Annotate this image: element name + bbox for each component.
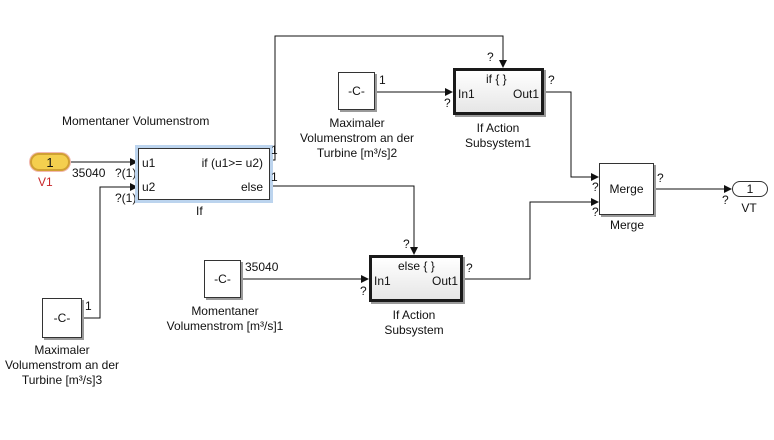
merge-in1-dim: ? [592, 180, 599, 194]
if-u2-dim: ?(1) [115, 191, 137, 205]
merge-glyph: Merge [609, 182, 644, 196]
outport-vt-name: VT [741, 201, 757, 215]
const-mom1-port-value: 35040 [245, 260, 279, 274]
const-max3-name: Maximaler Volumenstrom an der Turbine [m… [4, 343, 120, 387]
const-mom1-name: Momentaner Volumenstrom [m³/s]1 [166, 304, 284, 333]
if-block-name: If [196, 204, 203, 218]
if-block[interactable]: u1 u2 if (u1>= u2) else [138, 148, 270, 200]
action1-in1: In1 [458, 87, 475, 101]
constant-block-max2[interactable]: -C- [338, 72, 375, 110]
inport-number: 1 [46, 154, 54, 170]
if-action-subsystem1[interactable]: if { } In1 Out1 [453, 68, 544, 115]
line-const3-to-if-u2 [82, 183, 138, 319]
merge-block[interactable]: Merge [599, 163, 654, 215]
action0-out-dim: ? [466, 261, 473, 275]
const-max3-port-value: 1 [85, 299, 92, 313]
constant-glyph: -C- [53, 311, 71, 325]
if-u1-dim: ?(1) [115, 166, 137, 180]
outport-number: 1 [746, 182, 754, 196]
action1-name: If Action Subsystem1 [464, 121, 532, 150]
line-action1-to-merge [545, 91, 599, 181]
line-if-to-action1-trigger [271, 35, 507, 161]
signal-label-momentaner: Momentaner Volumenstrom [62, 114, 210, 128]
action0-in-dim: ? [360, 284, 367, 298]
if-output-else: else [240, 180, 263, 194]
outport-vt-dim: ? [722, 193, 729, 207]
line-if-else-to-action0-trigger [271, 185, 418, 255]
constant-glyph: -C- [214, 272, 231, 286]
inport-v1-name: V1 [38, 175, 53, 189]
if-input-u1: u1 [142, 156, 156, 170]
action1-out-dim: ? [548, 73, 555, 87]
const-max2-port-value: 1 [379, 73, 386, 87]
action1-out1: Out1 [512, 87, 539, 101]
action0-in1: In1 [374, 274, 391, 288]
if-output-if: if (u1>= u2) [201, 156, 263, 170]
constant-block-mom1[interactable]: -C- [204, 260, 241, 298]
if-input-u2: u2 [142, 180, 156, 194]
merge-in2-dim: ? [592, 205, 599, 219]
constant-block-max3[interactable]: -C- [42, 298, 82, 338]
if-out1-dim: 1 [271, 143, 278, 157]
if-action-subsystem[interactable]: else { } In1 Out1 [369, 255, 463, 302]
action1-in-dim: ? [444, 96, 451, 110]
action0-trigger-dim: ? [403, 237, 410, 251]
inport-v1[interactable]: 1 [30, 153, 70, 171]
action0-name: If Action Subsystem [384, 308, 444, 337]
signal-value-35040: 35040 [72, 166, 106, 180]
action0-title: else { } [398, 259, 435, 273]
merge-out-dim: ? [657, 171, 664, 185]
line-action0-to-merge [463, 198, 599, 280]
action1-title: if { } [486, 72, 507, 86]
outport-vt[interactable]: 1 [732, 181, 768, 197]
action1-trigger-dim: ? [487, 50, 494, 64]
const-max2-name: Maximaler Volumenstrom an der Turbine [m… [299, 116, 415, 160]
if-out2-dim: 1 [271, 170, 278, 184]
constant-glyph: -C- [348, 84, 365, 98]
action0-out1: Out1 [431, 274, 458, 288]
merge-name: Merge [609, 218, 644, 232]
